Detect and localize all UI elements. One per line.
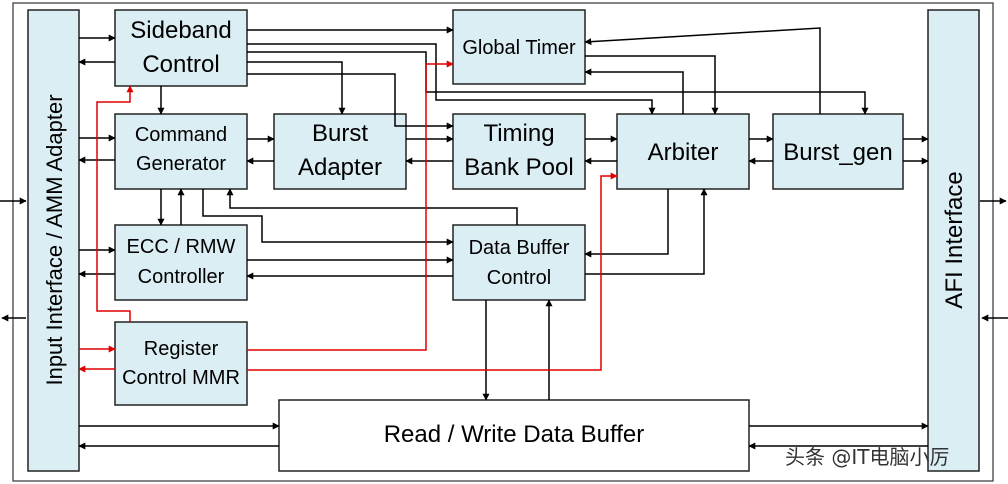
afi-interface-block: AFI Interface	[927, 9, 980, 472]
controller-boundary-frame	[12, 2, 994, 482]
register-control-paths	[78, 60, 618, 373]
sideband-control-label-line2: Control	[142, 51, 219, 78]
command-generator-label-line1: Command	[135, 124, 227, 146]
data-buffer-control-label-line2: Control	[487, 267, 551, 289]
ecc-rmw-controller-block: ECC / RMW Controller	[114, 224, 248, 301]
data-buffer-control-block: Data Buffer Control	[452, 224, 586, 301]
ecc-rmw-controller-label-line1: ECC / RMW	[127, 236, 236, 258]
burst-adapter-label-line2: Adapter	[298, 154, 382, 181]
burst-gen-block: Burst_gen	[772, 113, 904, 190]
command-generator-block: Command Generator	[114, 113, 248, 190]
timing-bank-pool-block: Timing Bank Pool	[452, 113, 586, 190]
register-mmr-to-arbiter-arrow	[247, 172, 618, 371]
burst-adapter-label-line1: Burst	[312, 120, 368, 147]
ecc-rmw-controller-label-line2: Controller	[138, 266, 225, 288]
global-timer-block: Global Timer	[452, 9, 586, 85]
sideband-control-label-line1: Sideband	[130, 17, 231, 44]
register-control-mmr-label-line2: Control MMR	[122, 367, 240, 389]
register-control-mmr-label-line1: Register	[144, 338, 219, 360]
burst-gen-to-global-timer-arrow	[584, 27, 821, 114]
sideband-to-arbiter-arrow	[247, 43, 656, 115]
register-mmr-to-global-timer-arrow	[247, 60, 454, 351]
global-timer-label: Global Timer	[462, 37, 576, 59]
burst-adapter-block: Burst Adapter	[273, 113, 407, 190]
register-control-mmr-block: Register Control MMR	[114, 321, 248, 406]
global-timer-to-arbiter-arrow	[585, 55, 719, 115]
data-buffer-control-to-command-generator-arrow	[226, 188, 518, 225]
arbiter-block: Arbiter	[616, 113, 750, 190]
data-buffer-control-to-arbiter-arrow	[585, 188, 708, 275]
input-interface-label: Input Interface / AMM Adapter	[42, 94, 67, 385]
arbiter-to-data-buffer-control-arrow	[584, 189, 669, 258]
sideband-to-timing-pool-arrow	[247, 73, 454, 130]
read-write-data-buffer-label: Read / Write Data Buffer	[384, 421, 645, 448]
command-generator-to-data-buffer-control-arrow	[202, 189, 454, 246]
sideband-to-burst-adapter-arrow	[247, 61, 346, 115]
timing-bank-pool-label-line1: Timing	[483, 120, 554, 147]
afi-interface-label: AFI Interface	[941, 171, 968, 308]
sideband-control-block: Sideband Control	[114, 9, 248, 87]
command-generator-label-line2: Generator	[136, 153, 226, 175]
arbiter-to-global-timer-arrow	[584, 68, 684, 114]
signal-connections	[78, 26, 929, 450]
input-interface-amm-adapter-block: Input Interface / AMM Adapter	[27, 9, 80, 472]
timing-bank-pool-label-line2: Bank Pool	[464, 154, 573, 181]
watermark-text: 头条 @IT电脑小厉	[785, 445, 949, 469]
register-mmr-to-sideband-arrow	[96, 85, 134, 322]
data-buffer-control-label-line1: Data Buffer	[469, 237, 570, 259]
read-write-data-buffer-block: Read / Write Data Buffer	[278, 399, 750, 472]
burst-gen-label: Burst_gen	[783, 139, 892, 166]
arbiter-label: Arbiter	[648, 139, 719, 166]
